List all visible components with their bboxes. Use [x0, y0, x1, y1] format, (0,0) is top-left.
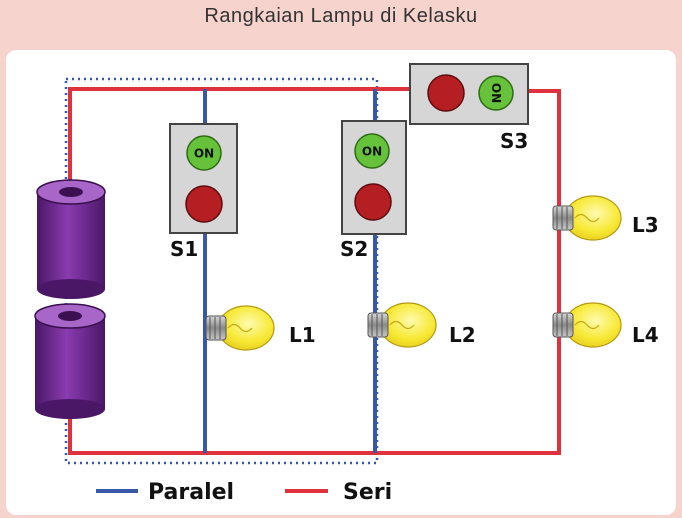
- series-wire: [68, 87, 561, 455]
- lamp-l1-label: L1: [289, 323, 316, 347]
- lamp-l3-label: L3: [632, 213, 659, 237]
- lamp-l3-bulb-icon: [552, 195, 622, 241]
- switch-s1-on-text: ON: [194, 147, 214, 161]
- lamp-l1-bulb-icon: [205, 305, 275, 351]
- switch-s2-on-button[interactable]: [354, 133, 390, 169]
- parallel-wire: [203, 89, 377, 453]
- switch-s2-on-text: ON: [362, 145, 382, 159]
- switch-s1-on-button[interactable]: [186, 135, 222, 171]
- lamp-l4-label: L4: [632, 323, 659, 347]
- switch-s1-off-button[interactable]: [185, 185, 223, 223]
- legend-series-label: Seri: [343, 480, 392, 505]
- switch-s3-off-button[interactable]: [427, 74, 465, 112]
- switch-s1-label: S1: [170, 237, 198, 261]
- battery-top: [36, 179, 106, 299]
- switch-s2-label: S2: [340, 237, 368, 261]
- lamp-l2-label: L2: [449, 323, 476, 347]
- legend-parallel-label: Paralel: [148, 480, 234, 505]
- switch-s3-on-text: ON: [489, 83, 503, 103]
- switch-s1[interactable]: ON: [169, 123, 238, 234]
- diagram-title: Rangkaian Lampu di Kelasku: [204, 5, 478, 27]
- switch-s2[interactable]: ON: [341, 120, 407, 235]
- switch-s2-off-button[interactable]: [354, 183, 392, 221]
- lamp-l4-bulb-icon: [552, 302, 622, 348]
- switch-s3-label: S3: [500, 129, 528, 153]
- switch-s3[interactable]: ON: [409, 63, 529, 125]
- battery-bottom: [34, 303, 106, 419]
- switch-s3-on-button[interactable]: [478, 75, 514, 111]
